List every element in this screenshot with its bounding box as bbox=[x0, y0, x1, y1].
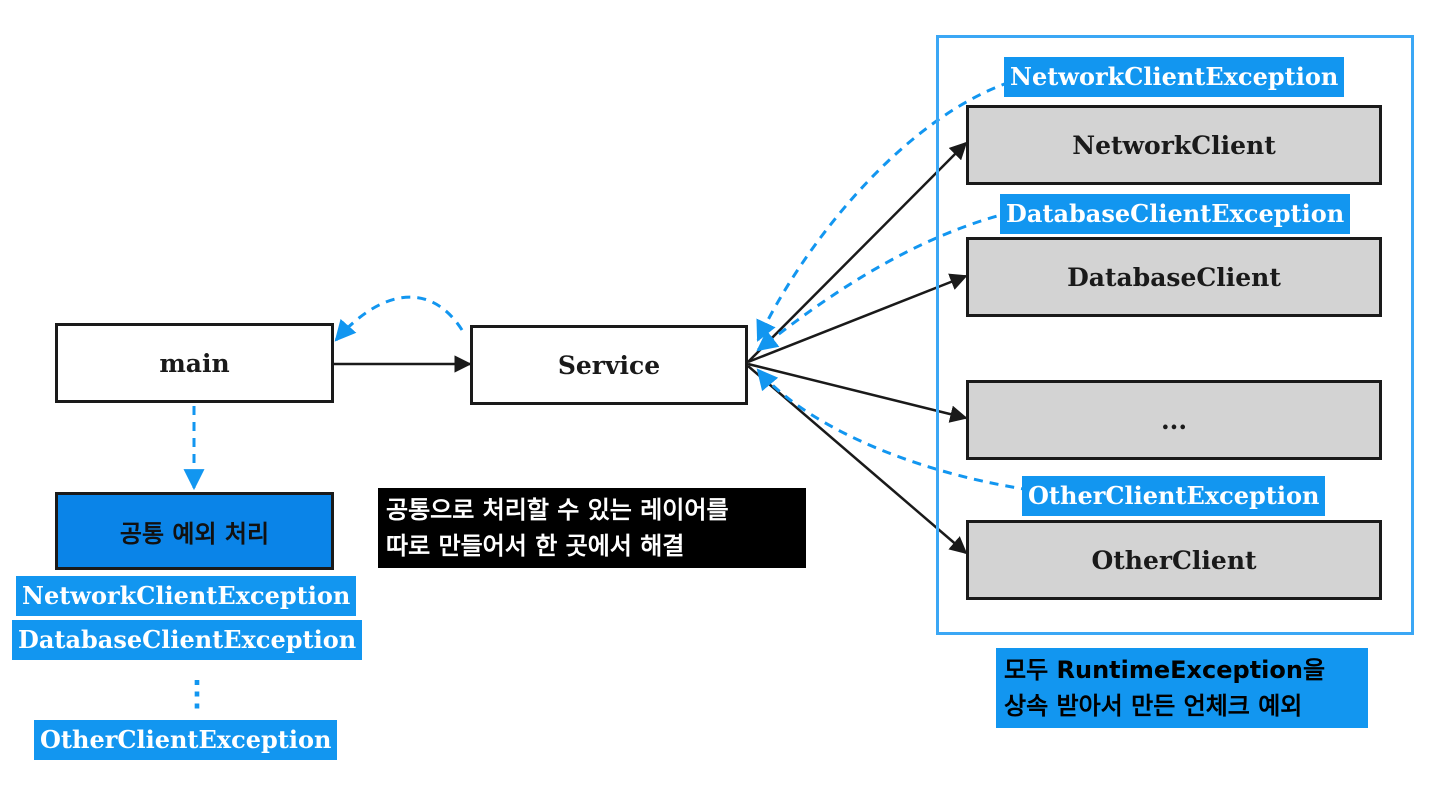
call-arrow-service-to-ellipsis bbox=[747, 362, 968, 423]
network-client-label: NetworkClient bbox=[1072, 130, 1276, 160]
network-client-node: NetworkClient bbox=[966, 105, 1382, 185]
handled-exception-database: DatabaseClientException bbox=[12, 620, 363, 660]
common-exception-handler-node: 공통 예외 처리 bbox=[55, 492, 334, 570]
main-label: main bbox=[159, 348, 230, 378]
exception-arrow-database-to-service bbox=[756, 210, 1013, 352]
handled-exception-network: NetworkClientException bbox=[16, 576, 357, 616]
handled-exception-more-dots: ⋮ bbox=[180, 674, 214, 714]
exception-tag-other: OtherClientException bbox=[1022, 476, 1326, 516]
unchecked-exception-client-group bbox=[936, 35, 1414, 635]
exception-arrow-other-to-service bbox=[756, 368, 1031, 492]
runtime-exception-note-line2: 상속 받아서 만든 언체크 예외 bbox=[1004, 692, 1303, 720]
runtime-exception-note: 모두 RuntimeException을 상속 받아서 만든 언체크 예외 bbox=[996, 648, 1368, 728]
common-layer-note-line1: 공통으로 처리할 수 있는 레이어를 bbox=[386, 496, 729, 524]
call-arrow-service-to-network bbox=[747, 141, 968, 363]
database-client-label: DatabaseClient bbox=[1067, 262, 1281, 292]
exception-tag-database: DatabaseClientException bbox=[1000, 194, 1351, 234]
handled-exception-other: OtherClientException bbox=[34, 720, 338, 760]
service-label: Service bbox=[557, 350, 661, 380]
exception-arrow-service-to-main bbox=[334, 295, 464, 342]
main-node: main bbox=[55, 323, 334, 403]
common-layer-note: 공통으로 처리할 수 있는 레이어를 따로 만들어서 한 곳에서 해결 bbox=[378, 488, 806, 568]
other-client-node: OtherClient bbox=[966, 520, 1382, 600]
common-exception-handler-label: 공통 예외 처리 bbox=[119, 519, 270, 548]
service-node: Service bbox=[470, 325, 748, 405]
runtime-exception-note-line1: 모두 RuntimeException을 bbox=[1004, 656, 1326, 684]
database-client-node: DatabaseClient bbox=[966, 237, 1382, 317]
other-client-label: OtherClient bbox=[1091, 545, 1257, 575]
call-arrow-service-to-database bbox=[747, 273, 968, 364]
ellipsis-client-node: ... bbox=[966, 380, 1382, 460]
ellipsis-client-label: ... bbox=[1160, 405, 1188, 435]
exception-tag-network: NetworkClientException bbox=[1004, 57, 1345, 97]
exception-arrow-network-to-service bbox=[756, 80, 1011, 342]
common-layer-note-line2: 따로 만들어서 한 곳에서 해결 bbox=[386, 532, 685, 560]
